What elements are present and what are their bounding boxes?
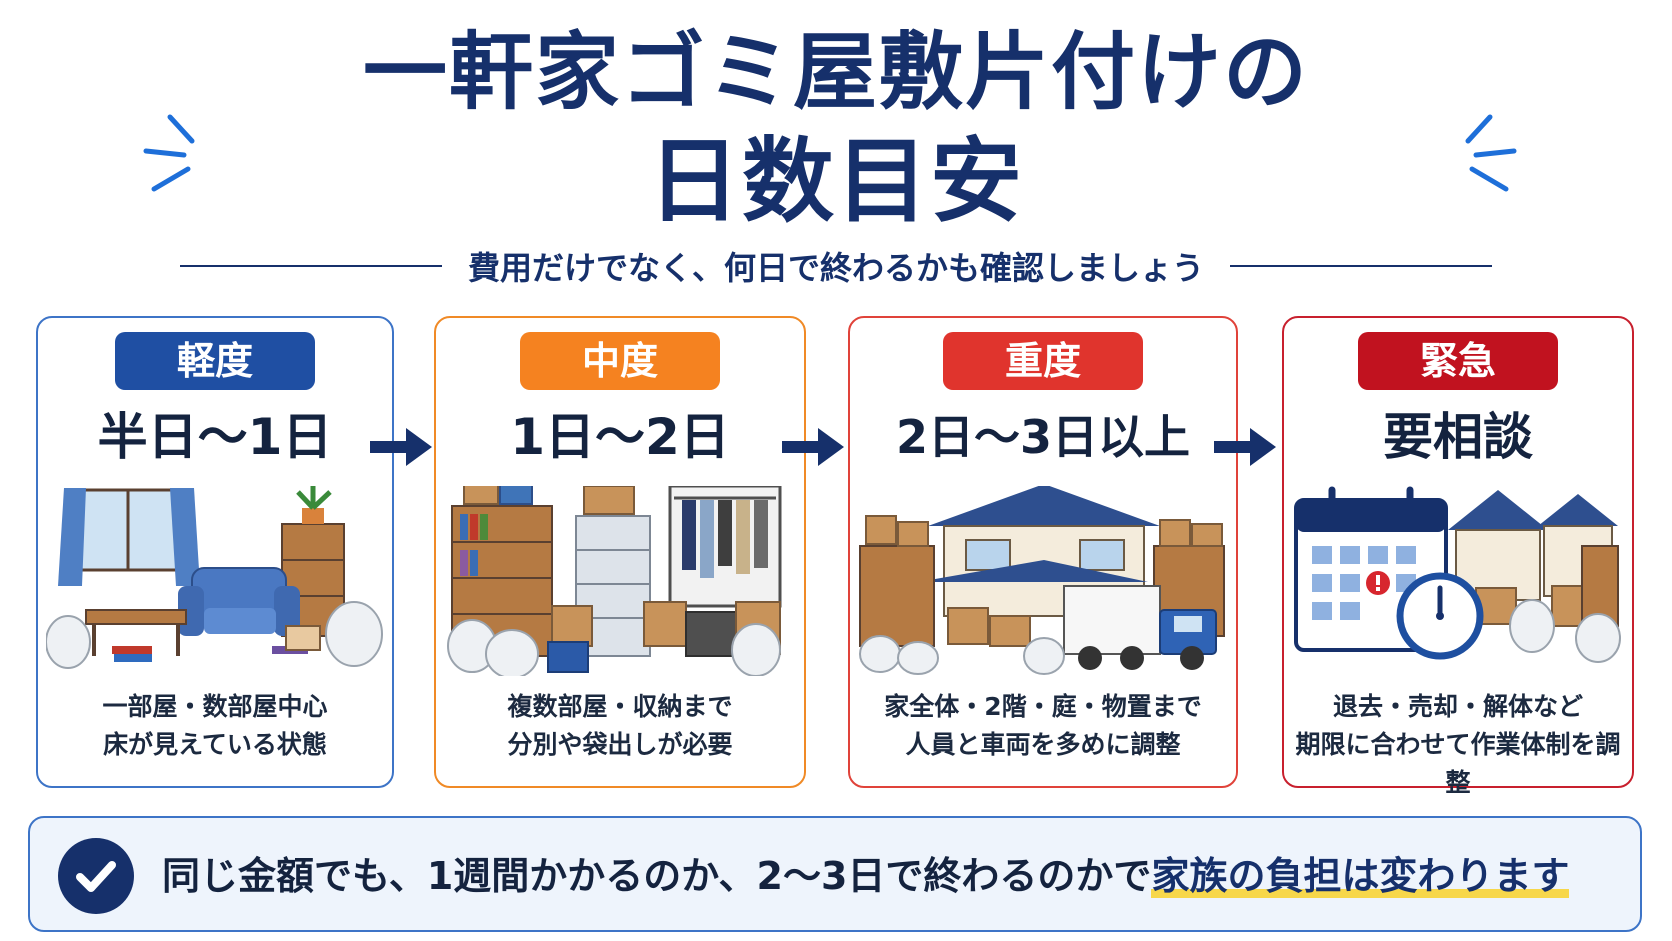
description-line-2: 床が見えている状態: [103, 730, 327, 759]
card-description: 退去・売却・解体など 期限に合わせて作業体制を調整: [1284, 688, 1632, 802]
living-room-illustration: [46, 486, 383, 669]
house-and-truck-illustration: [859, 486, 1225, 675]
check-icon: [58, 838, 134, 914]
description-line-1: 退去・売却・解体など: [1332, 692, 1583, 721]
card-urgent: 緊急 要相談 退去・売却・解体な: [1282, 316, 1634, 797]
subtitle-rule-right: [1230, 265, 1493, 267]
severity-badge: 中度: [520, 332, 720, 390]
subtitle-row: 費用だけでなく、何日で終わるかも確認しましょう: [180, 246, 1493, 287]
arrow-right-icon: [370, 428, 432, 466]
subtitle-rule-left: [180, 265, 442, 267]
description-line-2: 分別や袋出しが必要: [507, 730, 733, 759]
summary-text: 同じ金額でも、1週間かかるのか、2〜3日で終わるのかで家族の負担は変わります: [162, 846, 1570, 906]
description-line-1: 家全体・2階・庭・物置まで: [884, 692, 1202, 721]
calendar-and-house-illustration: [1294, 486, 1621, 663]
description-line-2: 期限に合わせて作業体制を調整: [1295, 730, 1621, 797]
severity-badge: 重度: [943, 332, 1143, 390]
description-line-2: 人員と車両を多めに調整: [905, 730, 1181, 759]
description-line-1: 複数部屋・収納まで: [507, 692, 733, 721]
arrow-right-icon: [1214, 428, 1276, 466]
emphasis-burst-left-icon: [143, 114, 195, 192]
clock-icon: [1396, 572, 1484, 660]
severity-badge: 緊急: [1358, 332, 1558, 390]
severity-badge: 軽度: [115, 332, 315, 390]
card-heavy: 重度 2日〜3日以上 家全体・2階・庭・物置まで 人員と車両を多めに調整: [848, 316, 1238, 788]
summary-text-highlight: 家族の負担は変わります: [1151, 854, 1570, 898]
card-description: 複数部屋・収納まで 分別や袋出しが必要: [436, 688, 804, 764]
summary-banner: 同じ金額でも、1週間かかるのか、2〜3日で終わるのかで家族の負担は変わります: [28, 816, 1642, 932]
card-description: 家全体・2階・庭・物置まで 人員と車両を多めに調整: [850, 688, 1236, 764]
page-title-line-1: 一軒家ゴミ屋敷片付けの: [362, 23, 1309, 121]
card-light: 軽度 半日〜1日 一部屋・数部屋中心 床が見えている状態: [36, 316, 394, 788]
days-estimate: 1日〜2日: [510, 408, 730, 466]
summary-text-plain: 同じ金額でも、1週間かかるのか、2〜3日で終わるのかで: [162, 854, 1152, 898]
page-title-line-2: 日数目安: [647, 128, 1024, 235]
days-estimate: 半日〜1日: [97, 408, 333, 466]
subtitle: 費用だけでなく、何日で終わるかも確認しましょう: [468, 249, 1205, 287]
days-estimate: 要相談: [1383, 408, 1533, 466]
card-description: 一部屋・数部屋中心 床が見えている状態: [38, 688, 392, 764]
arrow-right-icon: [782, 428, 844, 466]
description-line-1: 一部屋・数部屋中心: [102, 692, 328, 721]
days-estimate: 2日〜3日以上: [895, 410, 1190, 464]
emphasis-burst-right-icon: [1465, 114, 1517, 192]
card-moderate: 中度 1日〜2日 複数部屋・収納まで 分別や袋出しが必要: [434, 316, 806, 788]
cluttered-rooms-illustration: [447, 486, 782, 676]
